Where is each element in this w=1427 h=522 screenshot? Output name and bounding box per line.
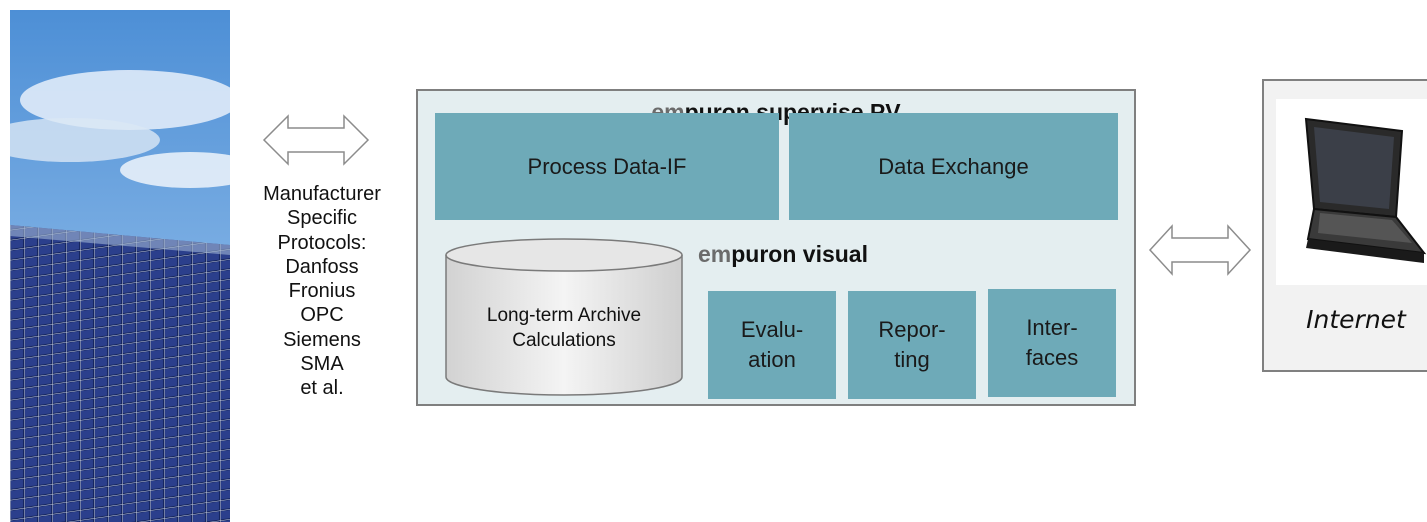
evaluation-line: ation (748, 347, 796, 372)
process-data-block: Process Data-IF (435, 113, 779, 220)
internet-box: Internet (1262, 79, 1427, 372)
protocol-line: Manufacturer (263, 183, 381, 205)
interfaces-block: Inter- faces (988, 289, 1116, 397)
interfaces-line: Inter- (1026, 315, 1078, 340)
internet-label: Internet (1306, 305, 1406, 334)
solar-panels-image (10, 10, 230, 522)
protocol-line: Fronius (288, 280, 356, 303)
protocol-line: Danfoss (285, 255, 359, 278)
reporting-line: Repor- (878, 317, 946, 342)
protocol-line: Siemens (283, 328, 361, 351)
archive-line: Calculations (512, 330, 616, 351)
visual-prefix: em (698, 241, 732, 267)
interfaces-line: faces (1025, 345, 1079, 370)
protocol-line: OPC (300, 304, 344, 327)
protocol-line: Protocols: (277, 231, 367, 254)
archive-label: Long-term Archive Calculations (444, 303, 684, 353)
double-arrow-icon (262, 114, 370, 166)
database-cylinder-icon (445, 238, 683, 396)
supervise-system-box: empuron supervise PV Process Data-IF Dat… (416, 89, 1136, 406)
protocol-line: Specific (286, 207, 358, 230)
visual-rest: puron visual (731, 241, 868, 267)
double-arrow-icon (1148, 224, 1252, 276)
laptop-icon (1304, 117, 1427, 263)
laptop-panel (1276, 99, 1427, 285)
evaluation-line: Evalu- (740, 317, 804, 342)
protocol-list: Manufacturer Specific Protocols: Danfoss… (238, 182, 406, 401)
protocol-line: SMA (300, 353, 344, 376)
reporting-block: Repor- ting (848, 291, 976, 399)
evaluation-block: Evalu- ation (708, 291, 836, 399)
reporting-line: ting (894, 347, 930, 372)
visual-title: empuron visual (698, 241, 868, 268)
archive-line: Long-term Archive (486, 305, 642, 326)
protocol-line: et al. (300, 377, 344, 400)
data-exchange-block: Data Exchange (789, 113, 1118, 220)
